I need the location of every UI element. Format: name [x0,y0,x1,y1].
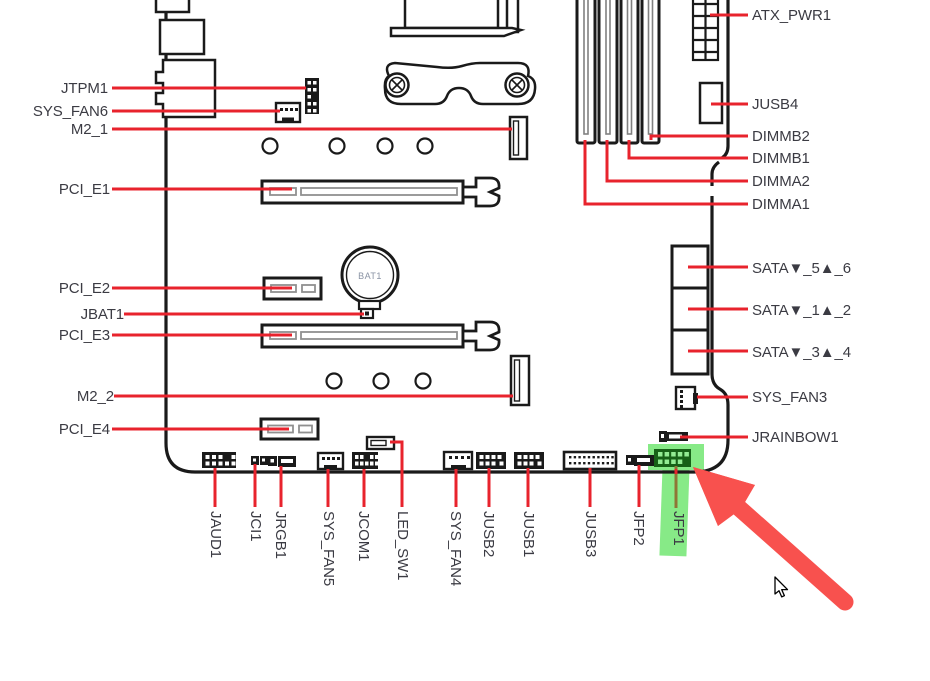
label-jfp2: JFP2 [630,511,647,546]
label-dimma2: DIMMA2 [752,173,810,190]
sys-fan5-connector [316,451,345,471]
m2-1-socket [508,115,529,161]
mouse-cursor-icon [774,576,789,598]
label-led-sw1: LED_SW1 [394,511,411,581]
bracket-screw-icon [384,72,410,98]
jrgb1-connector [268,456,296,467]
label-jci1: JCI1 [247,511,264,542]
label-dimmb1: DIMMB1 [752,150,810,167]
atx-pwr1-connector [691,0,720,62]
label-m2-1: M2_1 [70,121,108,138]
leader-lines [112,13,748,507]
label-sata-5-6: SATA▼_5▲_6 [752,260,852,277]
leader-dimmb1 [627,140,748,160]
label-jusb4: JUSB4 [752,96,799,113]
label-pci-e4: PCI_E4 [58,421,110,438]
label-jaud1: JAUD1 [207,511,224,559]
label-sata-3-4: SATA▼_3▲_4 [752,344,852,361]
jcom1-connector [352,452,379,469]
label-jbat1: JBAT1 [80,306,125,323]
label-m2-2: M2_2 [76,388,114,405]
sys-fan4-connector [442,450,474,471]
pointer-arrow-icon [693,467,854,611]
label-dimma1: DIMMA1 [752,196,810,213]
m2-bracket [383,61,537,106]
pci-e1-slot [260,176,501,208]
jaud1-connector [202,452,236,468]
label-sys-fan4: SYS_FAN4 [447,511,464,587]
label-pci-e1: PCI_E1 [58,181,110,198]
label-atx-pwr1: ATX_PWR1 [752,7,831,24]
label-jfp1: JFP1 [670,511,687,546]
m2-standoff-holes [261,137,434,390]
jfp1-connector [654,449,691,467]
jfp2-connector [626,455,654,466]
jusb2-connector [476,452,506,469]
label-sys-fan5: SYS_FAN5 [320,511,337,587]
jci1-connector [251,456,268,465]
dimm-slots [575,0,661,145]
sys-fan3-connector [674,385,698,411]
label-dimmb2: DIMMB2 [752,128,810,145]
jusb3-connector [562,450,618,471]
leader-dimma2 [605,140,748,183]
label-jcom1: JCOM1 [355,511,372,562]
leader-led-sw1 [390,440,404,507]
leader-dimma1 [583,140,748,206]
label-jrgb1: JRGB1 [272,511,289,559]
label-jrainbow1: JRAINBOW1 [752,429,839,446]
vrm-heatsink [389,0,526,38]
battery-label: BAT1 [358,271,382,281]
label-sys-fan3: SYS_FAN3 [752,389,828,406]
jusb1-connector [514,452,544,469]
label-jusb2: JUSB2 [480,511,497,558]
led-sw1-connector [365,435,396,451]
label-jtpm1: JTPM1 [60,80,108,97]
label-pci-e2: PCI_E2 [58,280,110,297]
label-pci-e3: PCI_E3 [58,327,110,344]
label-jusb3: JUSB3 [582,511,599,558]
jrainbow1-connector [659,431,688,442]
pci-e3-slot [260,320,501,352]
label-sata-1-2: SATA▼_1▲_2 [752,302,852,319]
label-jusb1: JUSB1 [520,511,537,558]
m2-2-socket [509,354,531,407]
label-sys-fan6: SYS_FAN6 [32,103,108,120]
leader-dimmb2 [649,134,748,140]
jtpm1-connector [305,78,319,114]
cmos-battery: BAT1 [340,245,400,320]
bracket-screw-icon [504,72,530,98]
